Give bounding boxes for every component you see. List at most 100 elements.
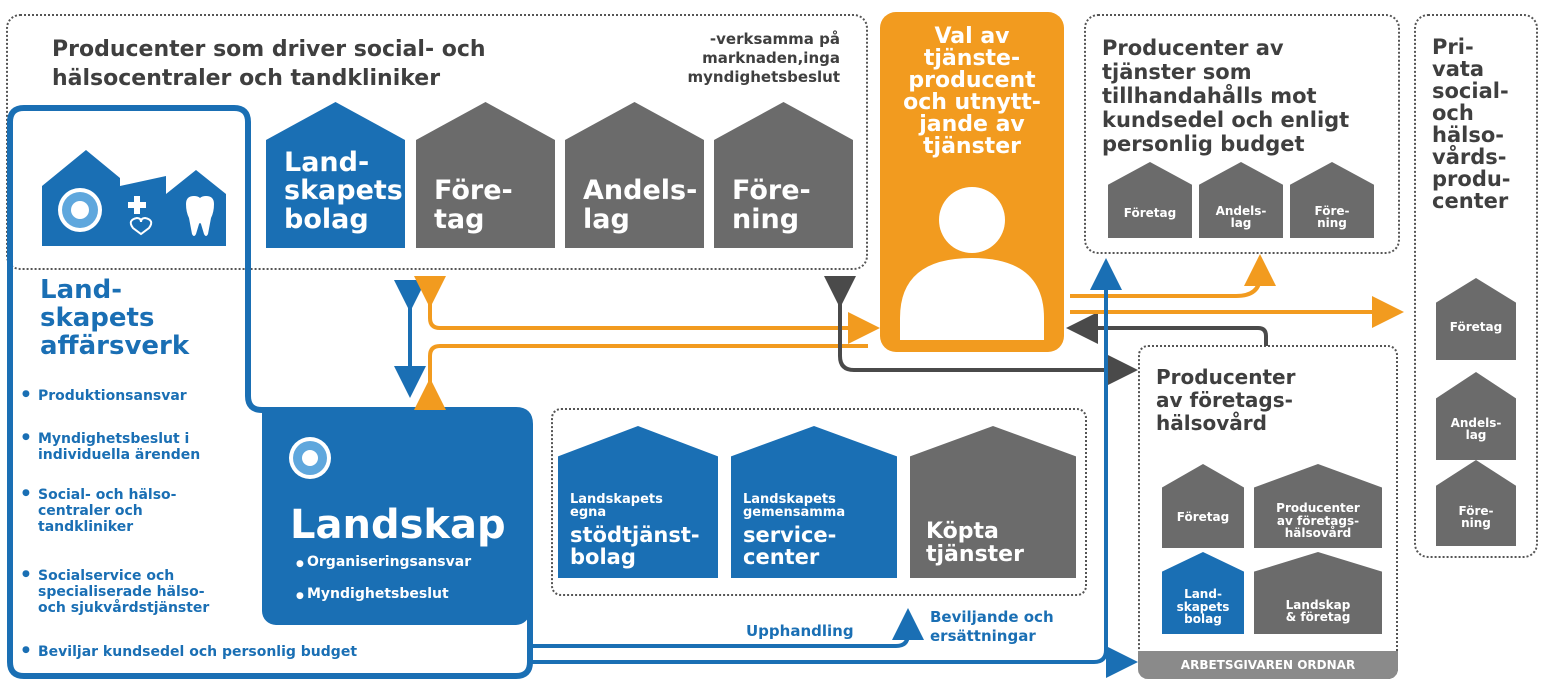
house-small-label: Landskapets: [743, 491, 836, 507]
house-label: bolag: [284, 203, 369, 235]
bullet-line: centraler och: [38, 503, 143, 520]
choice-line: producent: [908, 68, 1036, 93]
bullet-line: individuella ärenden: [38, 447, 201, 464]
occ-line: hälsovård: [1156, 411, 1267, 435]
bullet-line: Myndighetsbeslut i: [38, 431, 190, 447]
affarsverk-bullet: Social- och hälso- centraler och tandkli…: [22, 487, 177, 536]
note-line: marknaden,inga: [702, 49, 840, 67]
bullet-line: Socialservice och: [38, 568, 175, 584]
house-label: ning: [732, 203, 800, 235]
affarsverk-title-line: affärsverk: [40, 331, 190, 361]
house-label: skapets: [1176, 599, 1230, 614]
house-label: lag: [1465, 428, 1487, 443]
affarsverk-bullet: Socialservice och specialiserade hälso- …: [22, 568, 210, 617]
house-small-label: Landskapets: [570, 491, 663, 507]
note-line: -verksamma på: [709, 30, 840, 48]
occ-house-landskapets-bolag: Land- skapets bolag: [1162, 552, 1244, 634]
house-big-label: Köpta: [926, 518, 999, 544]
title-line: Producenter som driver social- och: [52, 37, 486, 62]
choice-line: jande av: [919, 112, 1025, 137]
occ-footer: ARBETSGIVAREN ORDNAR: [1138, 651, 1398, 679]
affarsverk-title-line: Land-: [40, 275, 123, 305]
house-label: Andels-: [1450, 415, 1502, 430]
house-label: Land-: [284, 146, 370, 178]
house-label: hälsovård: [1284, 526, 1352, 541]
house-label: Företag: [1123, 206, 1177, 221]
occ-line: av företags-: [1156, 388, 1293, 412]
house-label: lag: [1230, 216, 1252, 231]
private-producers-box: [1414, 14, 1538, 558]
affarsverk-title-line: skapets: [40, 303, 155, 333]
house-big-label: tjänster: [926, 541, 1024, 567]
public-producers-title: Producenter som driver social- och hälso…: [52, 35, 486, 93]
occ-title: Producenter av företags- hälsovård: [1156, 366, 1295, 435]
house-big-label: stödtjänst-: [570, 522, 700, 547]
house-label: skapets: [284, 175, 403, 207]
choice-line: och utnytt-: [903, 90, 1041, 115]
house-big-label: center: [743, 544, 820, 569]
choice-line: Val av: [934, 24, 1010, 49]
occ-house-landskap-foretag: Landskap & företag: [1254, 552, 1382, 634]
house-label: tag: [434, 203, 485, 235]
house-label: lag: [583, 203, 630, 235]
bullet-line: specialiserade hälso-: [38, 584, 205, 601]
voucher-line: kundsedel och enligt: [1102, 108, 1350, 132]
voucher-line: tjänster som: [1102, 60, 1252, 84]
private-line: social-: [1432, 79, 1509, 103]
beviljande-line: Beviljande och: [930, 608, 1054, 626]
private-line: vata: [1432, 57, 1485, 81]
landskap-title: Landskap: [290, 502, 506, 548]
house-label: Före-: [732, 175, 811, 207]
upphandling-label: Upphandling: [746, 622, 854, 640]
choice-line: tjänste-: [923, 46, 1021, 71]
bullet-line: Social- och hälso-: [38, 487, 177, 503]
voucher-line: tillhandahålls mot: [1102, 84, 1317, 108]
voucher-producers-box: [1084, 14, 1400, 254]
bullet-line: Produktionsansvar: [38, 388, 187, 404]
house-label: av företags-: [1276, 513, 1360, 528]
landskap-bullet: Organiseringsansvar: [296, 554, 471, 570]
house-label: Företag: [1176, 510, 1230, 525]
affarsverk-title: Land- skapets affärsverk: [40, 276, 189, 360]
bullet-line: Beviljar kundsedel och personlig budget: [38, 644, 358, 660]
market-note: -verksamma på marknaden,inga myndighetsb…: [650, 30, 840, 87]
house-label: Landskap: [1285, 597, 1351, 612]
occ-line: Producenter: [1156, 365, 1296, 389]
private-line: center: [1432, 189, 1509, 213]
private-line: Pri-: [1432, 35, 1474, 59]
beviljande-label: Beviljande och ersättningar: [930, 608, 1054, 646]
note-line: myndighetsbeslut: [687, 68, 840, 86]
house-big-label: service-: [743, 522, 837, 547]
bullet-line: tandkliniker: [38, 519, 134, 536]
voucher-line: personlig budget: [1102, 132, 1305, 156]
private-title: Pri- vata social- och hälso- vårds- prod…: [1432, 36, 1511, 212]
affarsverk-bullet: Myndighetsbeslut i individuella ärenden: [22, 431, 201, 464]
affarsverk-bullet: Beviljar kundsedel och personlig budget: [22, 644, 358, 660]
house-small-label: egna: [570, 505, 607, 521]
house-label: Producenter: [1276, 501, 1360, 516]
house-big-label: bolag: [570, 544, 636, 569]
voucher-line: Producenter av: [1102, 36, 1284, 60]
choice-line: tjänster: [923, 134, 1021, 159]
bullet-line: och sjukvårdstjänster: [38, 600, 210, 617]
choice-text: Val av tjänste- producent och utnytt- ja…: [880, 26, 1064, 158]
title-line: hälsocentraler och tandkliniker: [52, 66, 441, 91]
house-servicecenter: Landskapets gemensamma service- center: [731, 426, 897, 578]
house-label: Före-: [434, 175, 513, 207]
landskap-bullet: Myndighetsbeslut: [296, 586, 449, 602]
house-small-label: gemensamma: [743, 505, 846, 521]
private-line: hälso-: [1432, 123, 1504, 147]
private-line: vårds-: [1432, 145, 1507, 169]
house-label: bolag: [1184, 612, 1222, 627]
house-label: Före-: [1314, 203, 1350, 218]
private-line: produ-: [1432, 167, 1511, 191]
private-line: och: [1432, 101, 1474, 125]
house-kopta-tjanster: Köpta tjänster: [910, 426, 1076, 578]
house-label: ning: [1317, 216, 1347, 231]
house-label: ning: [1461, 516, 1491, 531]
house-label: Andels-: [1215, 203, 1267, 218]
house-label: Före-: [1458, 503, 1494, 518]
house-label: & företag: [1285, 610, 1351, 625]
house-stodtjanstbolag: Landskapets egna stödtjänst- bolag: [558, 426, 718, 578]
voucher-title: Producenter av tjänster som tillhandahål…: [1102, 36, 1349, 156]
